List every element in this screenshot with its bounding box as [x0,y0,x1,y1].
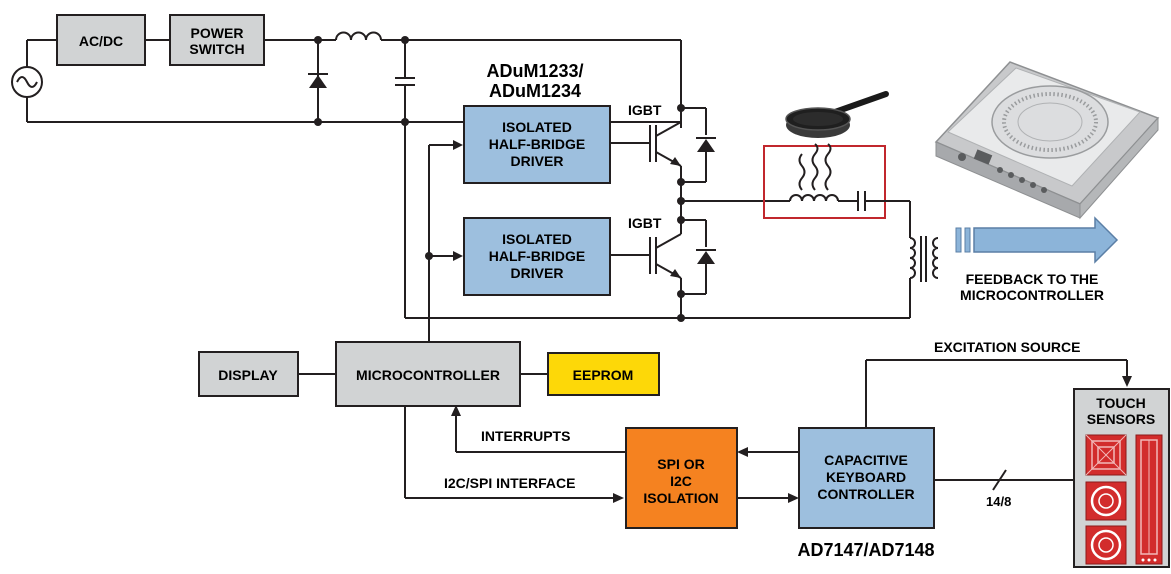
control-wiring [298,140,1132,503]
svg-text:ISOLATION: ISOLATION [643,490,718,506]
feedback-label-1: FEEDBACK TO THE [966,271,1099,287]
svg-text:SWITCH: SWITCH [189,41,244,57]
driver-part-label-2: ADuM1234 [489,81,581,101]
bus-width-label: 14/8 [986,494,1011,509]
svg-text:MICROCONTROLLER: MICROCONTROLLER [356,367,500,383]
igbt-top-label: IGBT [628,102,662,118]
isolation-block: SPI OR I2C ISOLATION [625,427,738,529]
interrupts-label: INTERRUPTS [481,428,570,444]
svg-text:CAPACITIVE: CAPACITIVE [824,452,908,468]
heat-waves-icon [798,143,832,191]
touch-sensors-block: TOUCH SENSORS [1073,388,1170,568]
svg-text:HALF-BRIDGE: HALF-BRIDGE [489,248,585,264]
svg-text:DRIVER: DRIVER [511,265,564,281]
eeprom-block: EEPROM [547,352,660,396]
feedback-label-2: MICROCONTROLLER [960,287,1104,303]
svg-text:DRIVER: DRIVER [511,153,564,169]
transformer-icon [909,236,939,282]
inductor-icon [789,194,839,202]
svg-text:ISOLATED: ISOLATED [502,231,572,247]
svg-text:CONTROLLER: CONTROLLER [817,486,914,502]
svg-text:DISPLAY: DISPLAY [218,367,278,383]
feedback-arrow-icon [955,216,1119,264]
svg-text:SPI OR: SPI OR [657,456,704,472]
isolated-driver-bottom: ISOLATED HALF-BRIDGE DRIVER [463,217,611,296]
power-switch-block: POWER SWITCH [169,14,265,66]
svg-text:AC/DC: AC/DC [79,33,123,49]
svg-text:HALF-BRIDGE: HALF-BRIDGE [489,136,585,152]
induction-cooktop-icon [934,61,1160,220]
ac-source-icon [11,66,43,98]
diode-icon [308,73,328,88]
coil-frame [763,145,886,219]
igbt-icon [610,233,682,279]
frying-pan-icon [785,91,889,138]
svg-text:KEYBOARD: KEYBOARD [826,469,906,485]
acdc-block: AC/DC [56,14,146,66]
power-wiring [11,31,910,319]
svg-text:I2C: I2C [670,473,692,489]
touch-sensor-pads-icon [1085,434,1163,565]
capacitor-icon [395,77,415,86]
svg-text:TOUCH: TOUCH [1096,395,1146,411]
resonant-tank [763,143,939,318]
i2c-spi-interface-label: I2C/SPI INTERFACE [444,475,575,491]
inductor-icon [335,31,382,41]
controller-part-label: AD7147/AD7148 [797,540,934,560]
svg-text:EEPROM: EEPROM [573,367,634,383]
igbt-bottom-label: IGBT [628,215,662,231]
capacitive-keyboard-controller-block: CAPACITIVE KEYBOARD CONTROLLER [798,427,935,529]
driver-part-label-1: ADuM1233/ [486,61,583,81]
isolated-driver-top: ISOLATED HALF-BRIDGE DRIVER [463,105,611,184]
microcontroller-block: MICROCONTROLLER [335,341,521,407]
excitation-source-label: EXCITATION SOURCE [934,339,1081,355]
svg-text:ISOLATED: ISOLATED [502,119,572,135]
igbt-icon [610,121,682,167]
svg-text:POWER: POWER [191,25,244,41]
half-bridge [610,40,790,322]
capacitor-icon [857,191,866,211]
svg-text:SENSORS: SENSORS [1087,411,1155,427]
display-block: DISPLAY [198,351,299,397]
